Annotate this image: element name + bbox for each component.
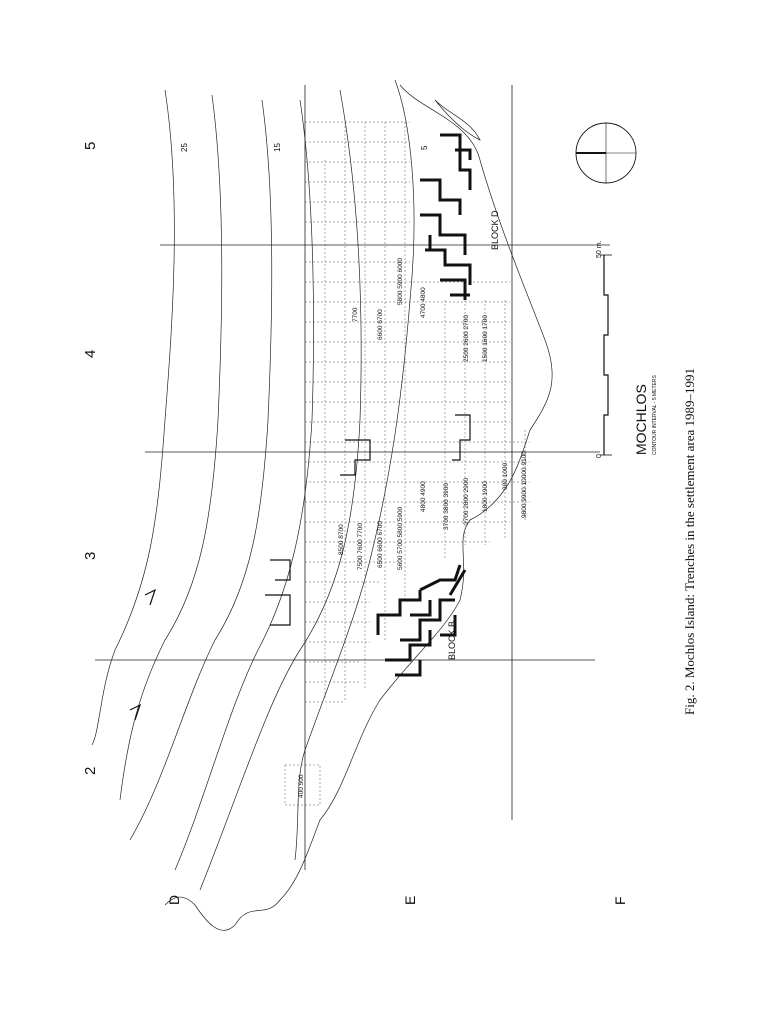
- contour-lines: [91, 79, 553, 931]
- contour-interval-note: CONTOUR INTERVAL - 5 METERS: [652, 375, 658, 455]
- trench-label: 5600 5700 5800 5900: [397, 506, 404, 570]
- contour-label: 15: [273, 143, 282, 152]
- trench-label: 2700 2800 2900: [463, 478, 470, 525]
- trench-label: 400 500: [298, 774, 305, 799]
- grid-column-label: 4: [82, 349, 99, 358]
- block-b-walls: [376, 564, 467, 677]
- figure-caption: Fig. 2. Mochlos Island: Trenches in the …: [682, 368, 697, 715]
- minor-structures: [129, 414, 471, 721]
- trench-label: 7500 7600 7700: [357, 523, 364, 570]
- grid-column-label: 2: [82, 766, 99, 775]
- scale-start-label: 0: [596, 454, 603, 458]
- trench-label: 8500 8700: [338, 524, 345, 555]
- trench-label: 900 1000: [502, 462, 509, 490]
- scale-end-label: 50 m.: [596, 240, 603, 258]
- trench-label: 6500 6600 6700: [377, 521, 384, 568]
- scale-bar-icon: [600, 254, 612, 456]
- contour-label: 5: [420, 145, 429, 150]
- grid-column-label: 5: [82, 141, 99, 150]
- map-title: MOCHLOS: [633, 384, 649, 455]
- block-label: BLOCK B: [447, 620, 457, 660]
- trench-label: 9800 9900 10000 9100: [521, 451, 528, 518]
- trench-label: 1500 1600 1700: [482, 315, 489, 362]
- trench-label: 3700 3800 3900: [443, 483, 450, 530]
- block-d-walls: [420, 133, 472, 300]
- grid-column-label: 3: [82, 551, 99, 560]
- trench-label: 6600 6700: [377, 309, 384, 340]
- trench-label: 5800 5900 6000: [397, 258, 404, 305]
- block-label: BLOCK D: [490, 210, 500, 250]
- trench-label: 1800 1900: [482, 481, 489, 512]
- trench-label: 4800 4900: [420, 481, 427, 512]
- reference-grid: [95, 85, 610, 870]
- trench-grid: [284, 121, 530, 806]
- contour-label: 25: [180, 143, 189, 152]
- trench-label: 2500 2600 2700: [463, 315, 470, 362]
- grid-row-label: D: [166, 894, 182, 905]
- compass-rose-icon: [575, 122, 637, 184]
- grid-row-label: E: [402, 895, 418, 905]
- grid-row-label: F: [612, 896, 628, 905]
- trench-label: 7700: [352, 307, 359, 322]
- trench-label: 4700 4800: [420, 287, 427, 318]
